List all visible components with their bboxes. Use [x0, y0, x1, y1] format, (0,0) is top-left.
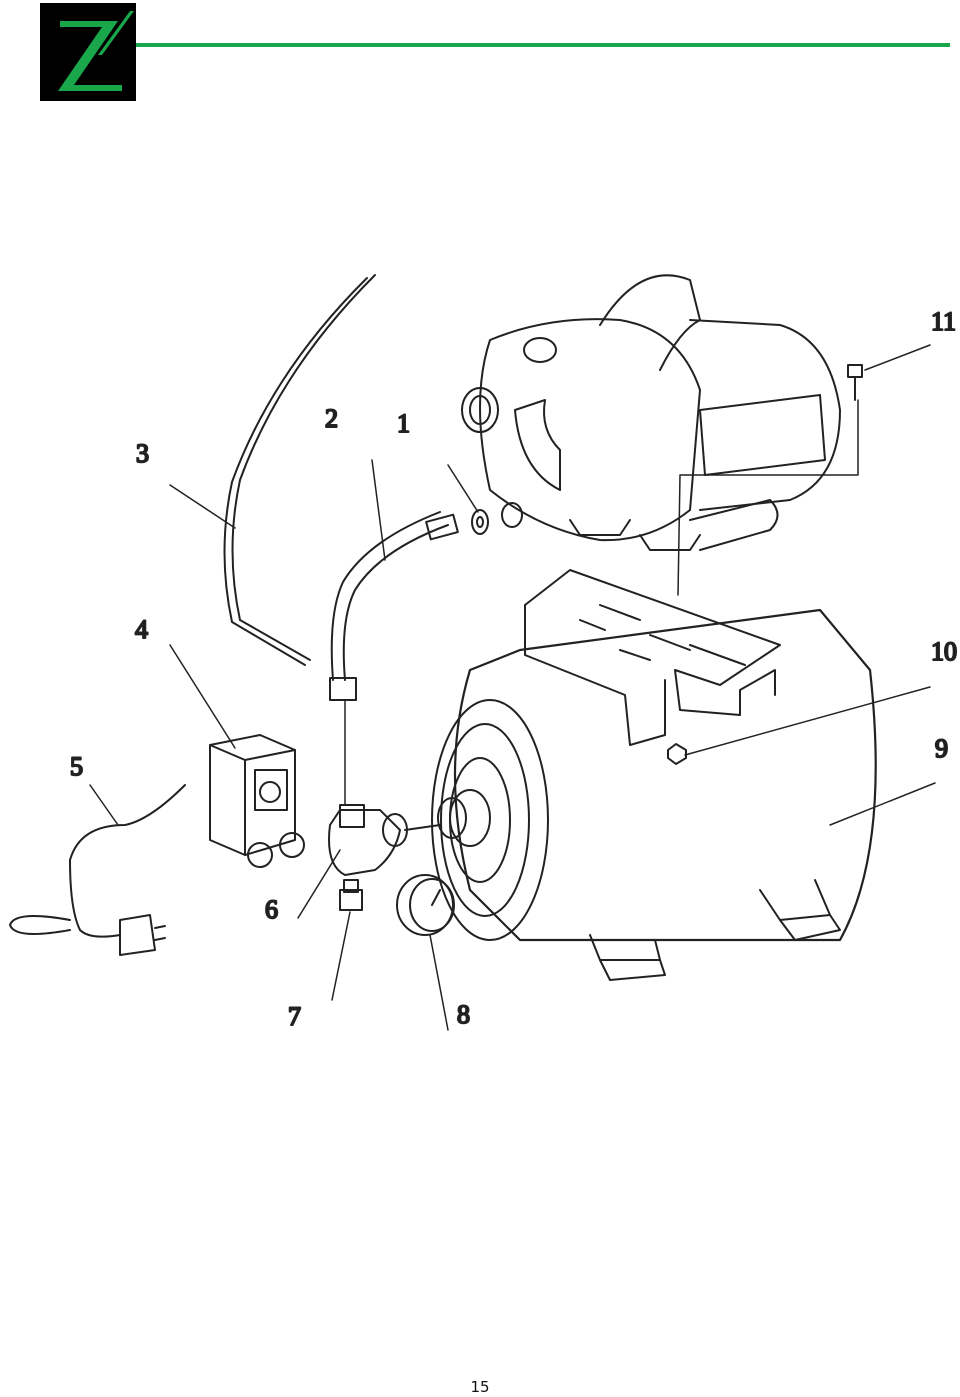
check-valve — [339, 879, 363, 911]
power-cord — [9, 784, 186, 956]
screw — [677, 364, 863, 596]
mounting-plate — [524, 569, 781, 746]
part-number-4: 4 — [135, 615, 148, 644]
hose — [329, 511, 459, 806]
pump-unit — [461, 274, 841, 551]
pressure-gauge — [396, 874, 455, 936]
part-number-11: 11 — [931, 307, 956, 336]
header-rule — [136, 43, 950, 47]
part-number-7: 7 — [288, 1002, 301, 1031]
part-number-9: 9 — [935, 734, 948, 763]
cable — [223, 274, 376, 666]
five-way-fitting — [328, 804, 441, 876]
exploded-parts-diagram: 1 2 3 4 5 6 7 8 9 10 11 — [0, 250, 960, 1050]
part-number-5: 5 — [70, 752, 83, 781]
part-number-10: 10 — [931, 637, 957, 666]
part-number-3: 3 — [136, 439, 149, 468]
nut — [667, 743, 687, 765]
brand-logo-icon — [40, 3, 136, 101]
part-number-8: 8 — [457, 1000, 470, 1029]
page-number: 15 — [470, 1378, 490, 1396]
leader-lines — [89, 344, 936, 1031]
part-number-6: 6 — [265, 895, 278, 924]
part-number-2: 2 — [325, 404, 338, 433]
pressure-tank — [431, 608, 877, 981]
pressure-switch — [209, 734, 305, 868]
part-number-1: 1 — [397, 409, 410, 438]
washer — [471, 502, 523, 535]
